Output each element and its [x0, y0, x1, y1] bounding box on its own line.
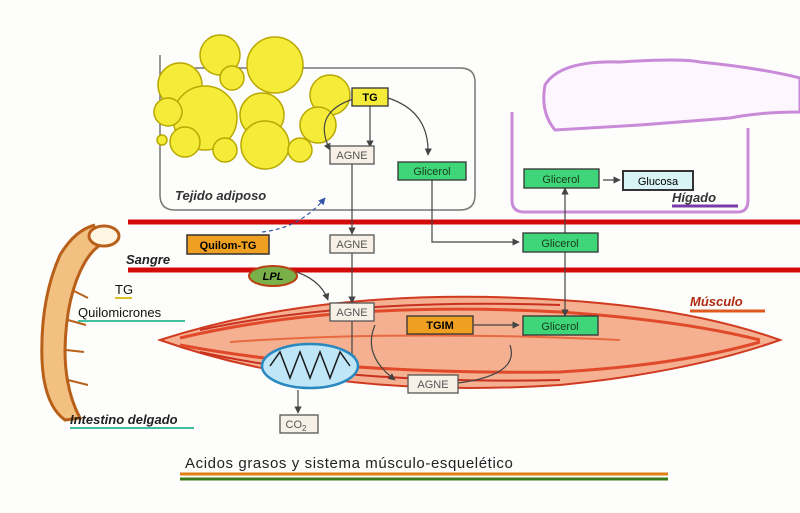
box-glicerol-liver: Glicerol	[523, 168, 600, 189]
box-agne-blood: AGNE	[329, 234, 375, 254]
box-tgim: TGIM	[406, 315, 474, 335]
intestine-shape	[40, 223, 121, 422]
box-glicerol-blood: Glicerol	[522, 232, 599, 253]
box-glucosa: Glucosa	[622, 170, 694, 191]
box-glicerol-liver-label: Glicerol	[542, 174, 579, 186]
diagram-title: Acidos grasos y sistema músculo-esquelét…	[185, 455, 513, 472]
box-agne-adipose-label: AGNE	[336, 150, 367, 162]
badge-lpl: LPL	[248, 265, 298, 287]
box-agne-muscle-label: AGNE	[336, 307, 367, 319]
box-agne-cycle: AGNE	[407, 374, 459, 394]
box-agne-adipose: AGNE	[329, 145, 375, 165]
box-glicerol-adipose: Glicerol	[397, 161, 467, 181]
muscle-shape	[156, 295, 783, 389]
label-tg-side: TG	[115, 282, 133, 297]
box-glucosa-label: Glucosa	[638, 176, 679, 188]
box-quilom-tg: Quilom-TG	[186, 234, 270, 255]
box-glicerol-muscle-label: Glicerol	[541, 321, 578, 333]
box-glicerol-adipose-label: Glicerol	[413, 166, 450, 178]
box-quilom-tg-label: Quilom-TG	[200, 240, 257, 252]
liver-shape	[542, 58, 800, 132]
box-agne-cycle-label: AGNE	[417, 379, 448, 391]
box-co2-label: CO	[286, 419, 303, 431]
box-tg: TG	[351, 87, 389, 107]
label-sangre: Sangre	[126, 252, 170, 267]
box-co2: CO2	[279, 414, 319, 434]
label-musculo: Músculo	[690, 294, 743, 309]
box-agne-muscle: AGNE	[329, 302, 375, 322]
adipose-frame	[159, 55, 476, 211]
box-glicerol-muscle: Glicerol	[522, 315, 599, 336]
label-quilomicrones: Quilomicrones	[78, 305, 162, 320]
badge-lpl-label: LPL	[263, 271, 284, 283]
box-glicerol-blood-label: Glicerol	[541, 238, 578, 250]
dashed-arrow	[261, 197, 326, 233]
label-higado: Hígado	[672, 190, 716, 205]
label-tejido-adiposo: Tejido adiposo	[175, 188, 266, 203]
liver-frame	[510, 112, 750, 214]
box-tgim-label: TGIM	[426, 320, 454, 332]
svg-text:CO2: CO2	[286, 419, 308, 433]
label-intestino: Intestino delgado	[70, 412, 178, 427]
box-agne-blood-label: AGNE	[336, 239, 367, 251]
box-co2-sub: 2	[302, 424, 307, 433]
fat-cells	[153, 34, 351, 170]
mitochondrion	[260, 342, 360, 390]
box-tg-label: TG	[362, 92, 377, 104]
